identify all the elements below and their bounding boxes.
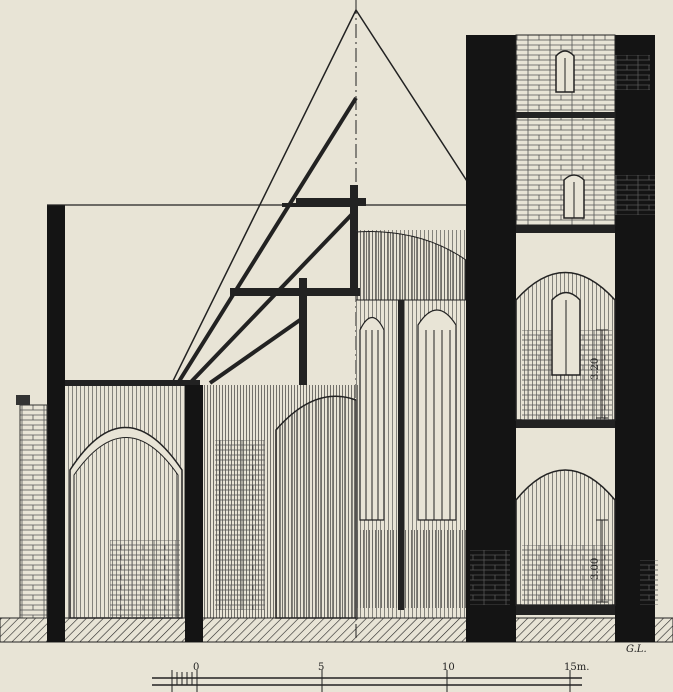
dimension-lower: 3.00 (590, 558, 601, 580)
scale-label-0: 0 (193, 662, 199, 673)
dimension-upper: 3.20 (590, 358, 601, 380)
scale-label-5: 5 (318, 662, 324, 673)
roof-truss (176, 96, 358, 385)
roof-outline (171, 8, 477, 384)
left-pier (185, 385, 203, 642)
left-outer-wall (47, 205, 65, 642)
nave-arch (275, 395, 357, 619)
scale-label-15: 15m. (564, 662, 589, 673)
scale-label-10: 10 (442, 662, 455, 673)
drafter-signature: G.L. (626, 644, 647, 655)
left-buttress (19, 404, 48, 619)
dimension-lines (596, 329, 608, 603)
truss-posts (299, 185, 358, 385)
tower-right-wall (615, 35, 655, 642)
scale-bar: 0 5 10 15m. (152, 662, 589, 692)
tower-left-wall (466, 35, 516, 642)
ground (0, 617, 673, 643)
